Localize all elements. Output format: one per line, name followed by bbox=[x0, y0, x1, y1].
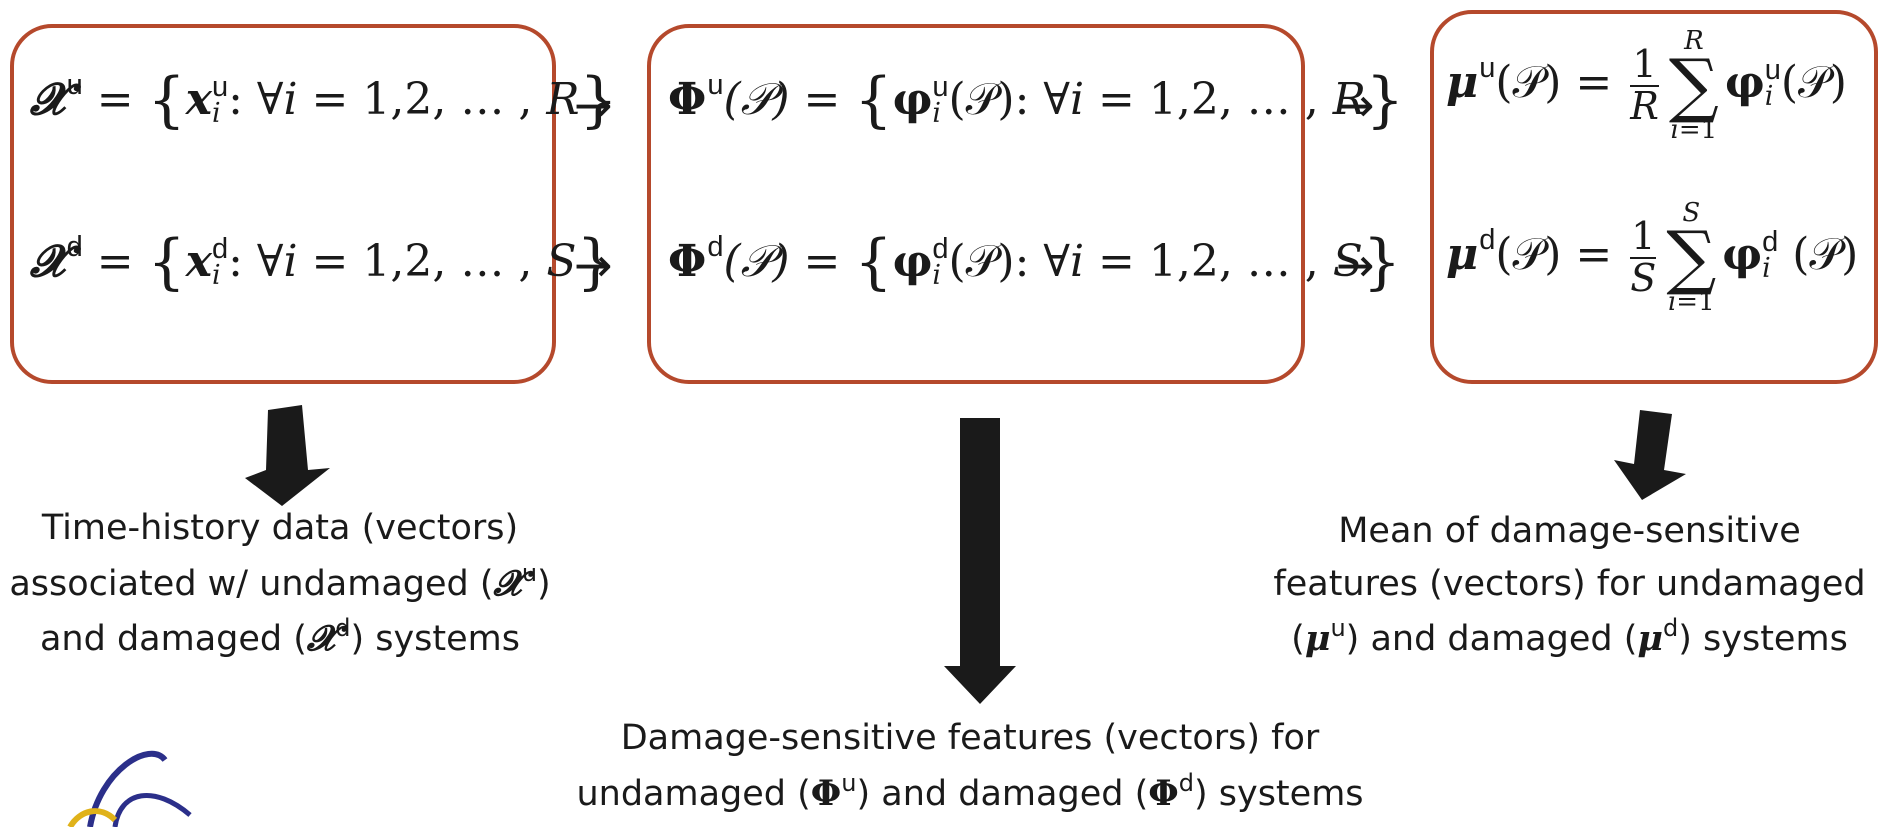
raw-data-box bbox=[10, 24, 556, 384]
arrow-right-icon: → bbox=[574, 78, 613, 132]
caption-mean-features: Mean of damage-sensitive features (vecto… bbox=[1273, 511, 1866, 659]
features-box bbox=[647, 24, 1305, 384]
caption-raw-data: Time-history data (vectors) associated w… bbox=[9, 508, 551, 659]
arrow-down-middle-icon bbox=[944, 418, 1016, 704]
caption-features: Damage-sensitive features (vectors) for … bbox=[576, 718, 1364, 814]
arrow-right-icon: → bbox=[1336, 238, 1375, 292]
partial-logo-icon bbox=[67, 751, 192, 827]
mean-features-box bbox=[1430, 10, 1878, 384]
arrow-down-left-icon bbox=[245, 405, 330, 506]
arrow-down-right-icon bbox=[1614, 410, 1686, 500]
arrow-right-icon: → bbox=[574, 238, 613, 292]
arrow-right-icon: → bbox=[1336, 78, 1375, 132]
